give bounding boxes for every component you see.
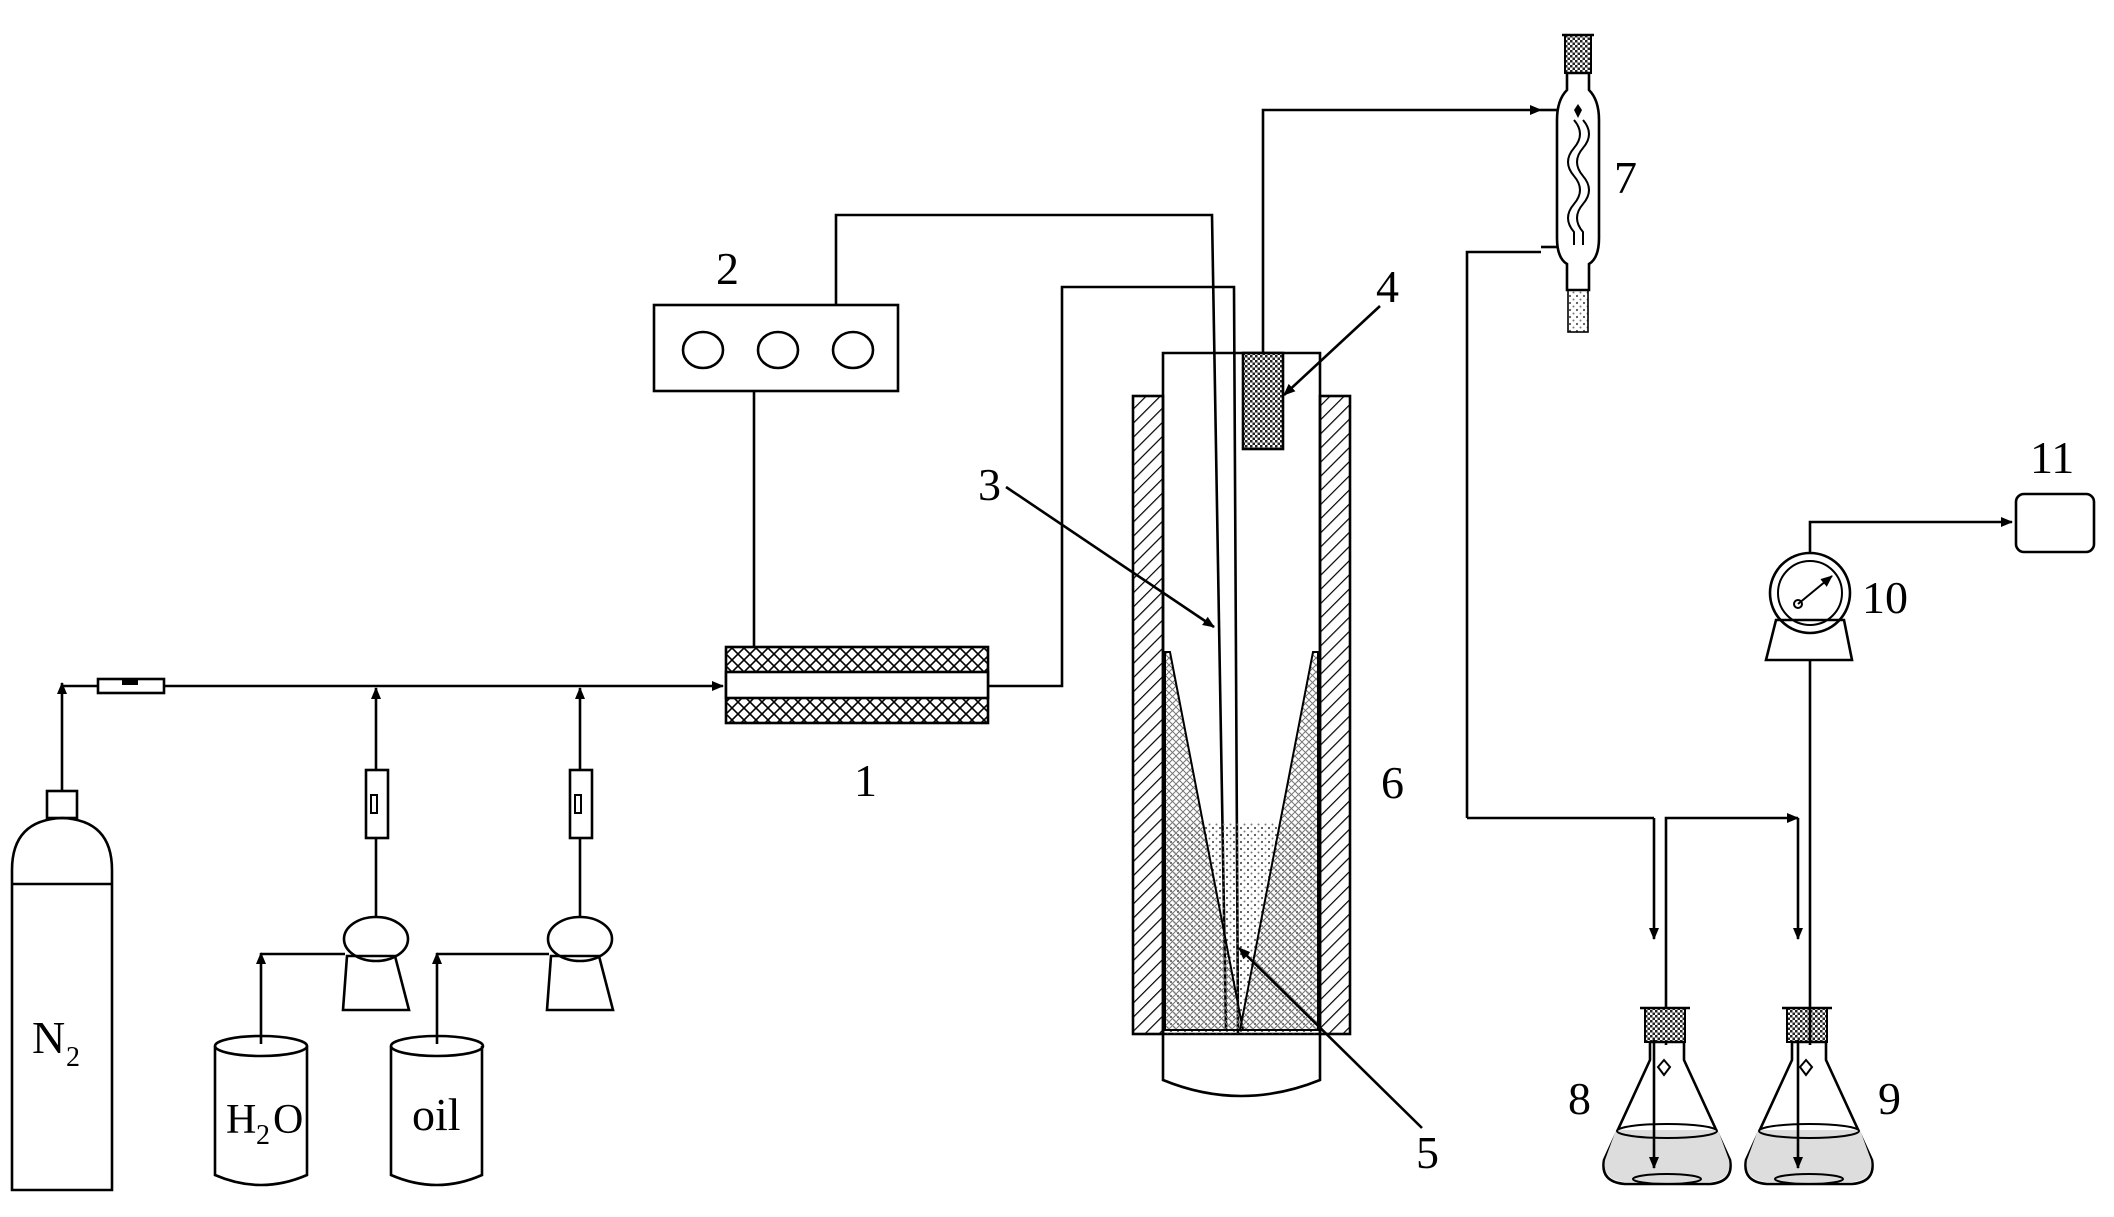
oil-tank: oil — [389, 1034, 485, 1187]
temperature-controller: 2 — [652, 243, 900, 393]
reactor-outlet-line — [1261, 105, 1542, 353]
gas-analyzer: 11 — [2014, 432, 2096, 554]
collection-flask-8: 8 — [1568, 1006, 1732, 1186]
reactor: 6 — [1131, 351, 1404, 1098]
label-10: 10 — [1862, 572, 1908, 623]
preheater: 1 — [724, 645, 990, 806]
cylinder-gas-label: N — [32, 1012, 65, 1063]
gas-supply-line — [57, 677, 724, 791]
label-9: 9 — [1878, 1073, 1901, 1124]
label-5: 5 — [1416, 1127, 1439, 1178]
furnace-wall-left — [1131, 394, 1165, 1036]
label-8: 8 — [1568, 1073, 1591, 1124]
condensate-line — [1465, 250, 1541, 818]
label-6: 6 — [1381, 757, 1404, 808]
furnace-wall-right — [1318, 394, 1352, 1036]
label-4: 4 — [1376, 261, 1399, 312]
water-tank-subscript: 2 — [256, 1120, 270, 1151]
label-7: 7 — [1614, 152, 1637, 203]
filter — [1241, 351, 1285, 451]
water-tank-label: H — [226, 1097, 256, 1143]
cylinder-gas-subscript: 2 — [66, 1042, 80, 1073]
oil-pump — [432, 687, 615, 1044]
label-11: 11 — [2030, 432, 2074, 483]
water-tank-label-tail: O — [273, 1097, 303, 1143]
wet-gas-meter: 10 — [1764, 551, 1908, 662]
feed-tube — [988, 285, 1240, 1036]
label-2: 2 — [716, 243, 739, 294]
water-tank: H 2 O — [213, 1034, 309, 1187]
collection-flask-9: 9 — [1744, 1006, 1901, 1186]
label-3: 3 — [978, 459, 1001, 510]
water-pump — [256, 687, 411, 1044]
gas-to-analyzer-line — [1808, 517, 2013, 553]
thermocouple-wire — [834, 213, 1228, 1031]
oil-tank-label: oil — [412, 1089, 461, 1140]
nitrogen-cylinder: N 2 — [10, 789, 114, 1192]
condenser: 7 — [1541, 33, 1637, 333]
label-1: 1 — [854, 755, 877, 806]
